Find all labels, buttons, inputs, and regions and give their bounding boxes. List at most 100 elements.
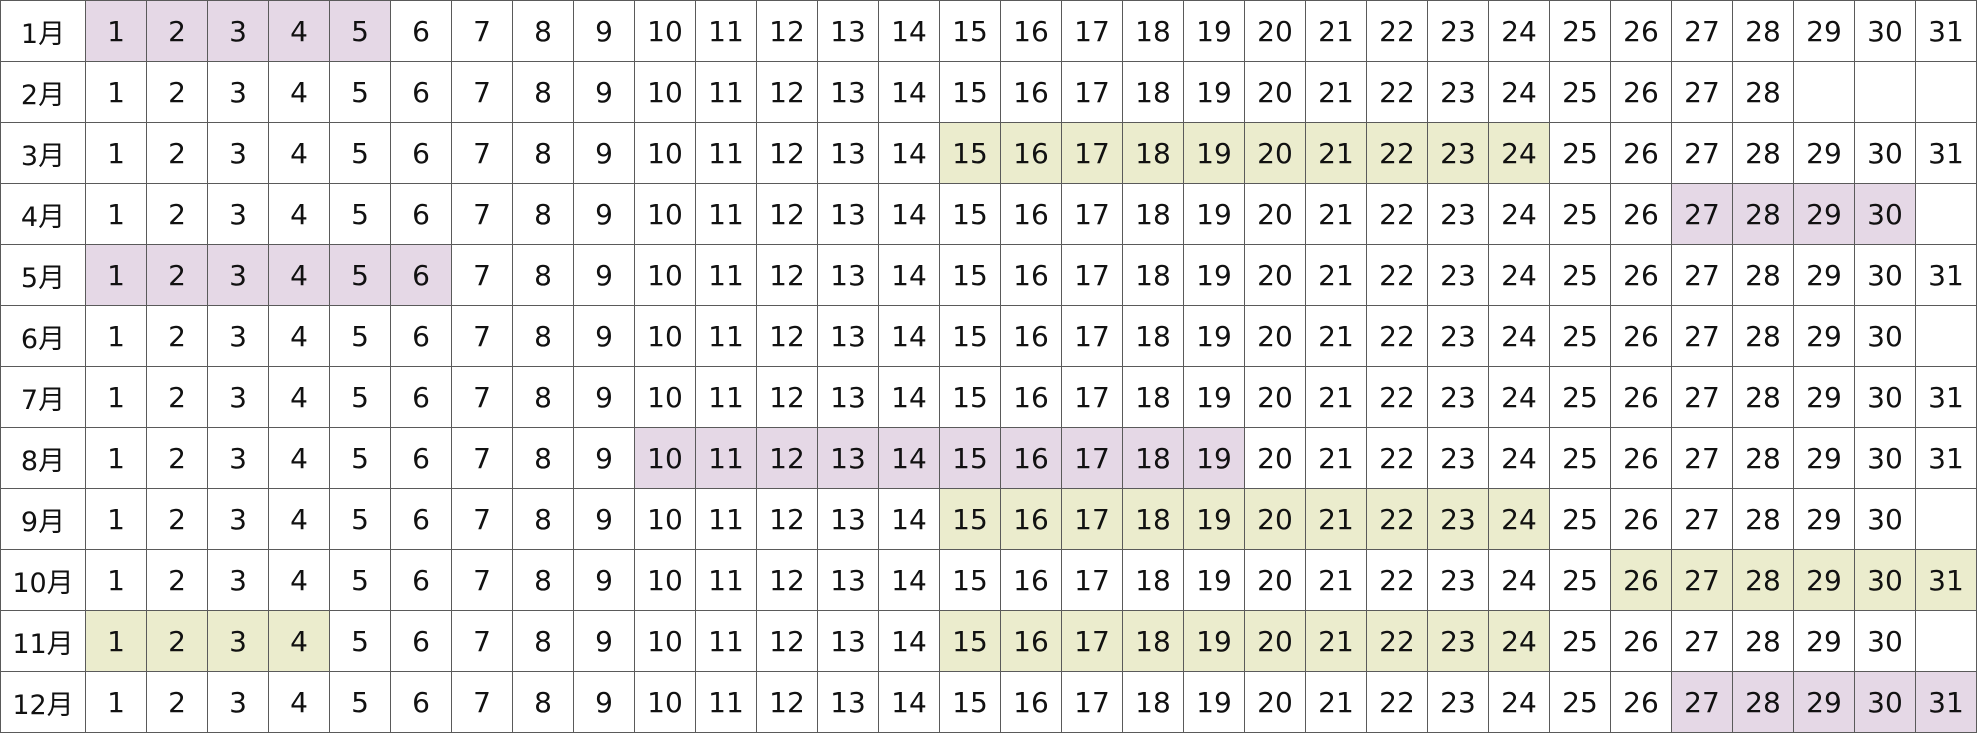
day-cell: 30 (1854, 0, 1916, 62)
day-cell: 3 (207, 366, 269, 428)
day-cell: 13 (817, 549, 879, 611)
day-cell: 2 (146, 122, 208, 184)
day-cell: 8 (512, 183, 574, 245)
day-cell: 9 (573, 427, 635, 489)
day-cell: 11 (695, 671, 757, 733)
day-cell: 20 (1244, 549, 1306, 611)
day-cell: 14 (878, 427, 940, 489)
month-label: 4月 (0, 183, 86, 245)
empty-day-cell (1915, 183, 1977, 245)
day-cell: 5 (329, 0, 391, 62)
day-cell: 6 (390, 671, 452, 733)
day-cell: 13 (817, 366, 879, 428)
day-cell: 11 (695, 0, 757, 62)
day-cell: 4 (268, 610, 330, 672)
day-cell: 22 (1366, 0, 1428, 62)
day-cell: 26 (1610, 549, 1672, 611)
day-cell: 16 (1000, 366, 1062, 428)
day-cell: 29 (1793, 549, 1855, 611)
month-label: 3月 (0, 122, 86, 184)
day-cell: 30 (1854, 610, 1916, 672)
day-cell: 10 (634, 61, 696, 123)
day-cell: 2 (146, 671, 208, 733)
day-cell: 14 (878, 366, 940, 428)
day-cell: 21 (1305, 122, 1367, 184)
day-cell: 19 (1183, 488, 1245, 550)
day-cell: 23 (1427, 183, 1489, 245)
day-cell: 18 (1122, 549, 1184, 611)
day-cell: 8 (512, 122, 574, 184)
day-cell: 1 (85, 366, 147, 428)
day-cell: 17 (1061, 549, 1123, 611)
day-cell: 1 (85, 671, 147, 733)
day-cell: 16 (1000, 610, 1062, 672)
day-cell: 6 (390, 122, 452, 184)
day-cell: 28 (1732, 671, 1794, 733)
day-cell: 11 (695, 549, 757, 611)
day-cell: 11 (695, 244, 757, 306)
day-cell: 12 (756, 427, 818, 489)
day-cell: 1 (85, 61, 147, 123)
day-cell: 24 (1488, 183, 1550, 245)
day-cell: 22 (1366, 671, 1428, 733)
day-cell: 21 (1305, 183, 1367, 245)
day-cell: 9 (573, 183, 635, 245)
day-cell: 31 (1915, 122, 1977, 184)
day-cell: 20 (1244, 122, 1306, 184)
day-cell: 22 (1366, 61, 1428, 123)
day-cell: 21 (1305, 366, 1367, 428)
day-cell: 3 (207, 610, 269, 672)
day-cell: 24 (1488, 366, 1550, 428)
day-cell: 7 (451, 427, 513, 489)
day-cell: 23 (1427, 122, 1489, 184)
day-cell: 10 (634, 366, 696, 428)
day-cell: 22 (1366, 122, 1428, 184)
day-cell: 24 (1488, 0, 1550, 62)
day-cell: 31 (1915, 671, 1977, 733)
day-cell: 16 (1000, 122, 1062, 184)
day-cell: 16 (1000, 0, 1062, 62)
day-cell: 1 (85, 0, 147, 62)
day-cell: 27 (1671, 61, 1733, 123)
month-label: 2月 (0, 61, 86, 123)
day-cell: 3 (207, 183, 269, 245)
day-cell: 13 (817, 610, 879, 672)
day-cell: 14 (878, 61, 940, 123)
day-cell: 24 (1488, 549, 1550, 611)
day-cell: 1 (85, 549, 147, 611)
day-cell: 15 (939, 244, 1001, 306)
day-cell: 28 (1732, 305, 1794, 367)
day-cell: 19 (1183, 183, 1245, 245)
day-cell: 23 (1427, 549, 1489, 611)
day-cell: 25 (1549, 122, 1611, 184)
day-cell: 15 (939, 122, 1001, 184)
day-cell: 22 (1366, 427, 1428, 489)
day-cell: 18 (1122, 61, 1184, 123)
day-cell: 28 (1732, 366, 1794, 428)
day-cell: 3 (207, 244, 269, 306)
empty-day-cell (1793, 61, 1855, 123)
day-cell: 5 (329, 183, 391, 245)
day-cell: 14 (878, 305, 940, 367)
day-cell: 30 (1854, 671, 1916, 733)
day-cell: 31 (1915, 0, 1977, 62)
day-cell: 24 (1488, 305, 1550, 367)
day-cell: 13 (817, 183, 879, 245)
day-cell: 29 (1793, 427, 1855, 489)
day-cell: 4 (268, 0, 330, 62)
day-cell: 11 (695, 610, 757, 672)
day-cell: 10 (634, 0, 696, 62)
day-cell: 18 (1122, 366, 1184, 428)
day-cell: 17 (1061, 427, 1123, 489)
day-cell: 11 (695, 305, 757, 367)
day-cell: 23 (1427, 305, 1489, 367)
day-cell: 9 (573, 366, 635, 428)
day-cell: 23 (1427, 671, 1489, 733)
day-cell: 12 (756, 305, 818, 367)
day-cell: 30 (1854, 183, 1916, 245)
day-cell: 4 (268, 244, 330, 306)
day-cell: 28 (1732, 183, 1794, 245)
day-cell: 23 (1427, 488, 1489, 550)
